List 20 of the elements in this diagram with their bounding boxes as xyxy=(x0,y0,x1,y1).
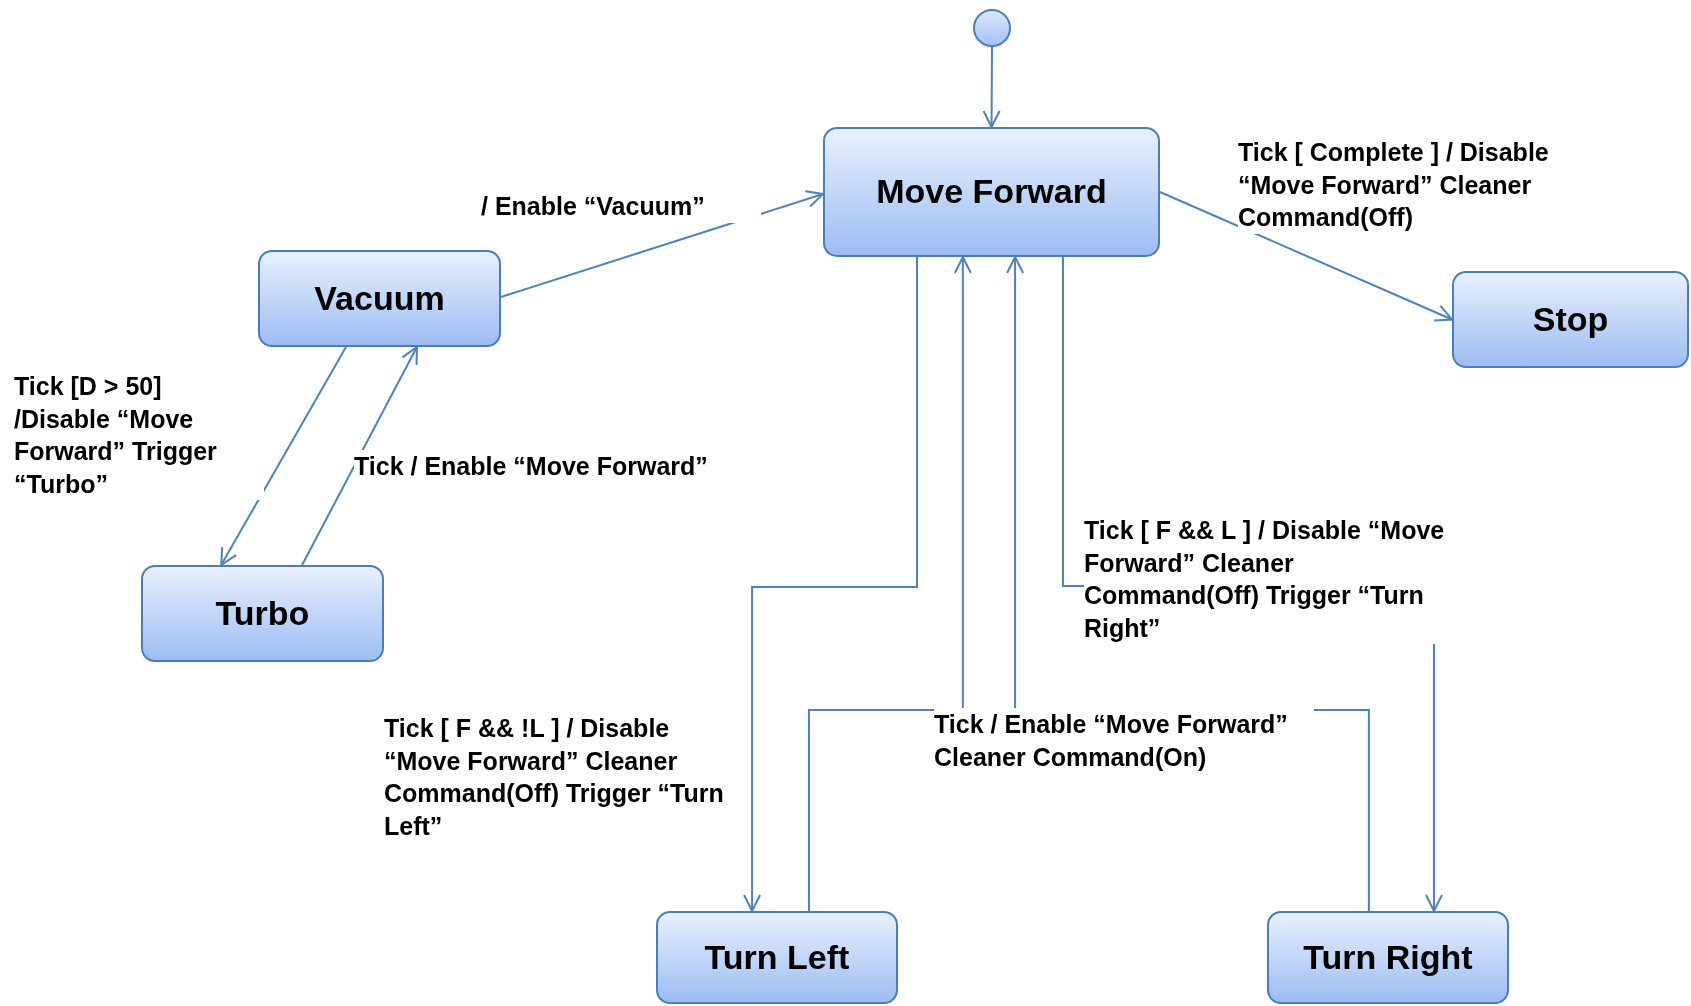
state-box xyxy=(823,127,1160,257)
arrow xyxy=(220,346,347,566)
state-box xyxy=(141,565,384,662)
state-name: Vacuum xyxy=(314,278,445,319)
state-box xyxy=(1452,271,1689,368)
arrow xyxy=(982,46,1001,128)
state-box xyxy=(656,911,898,1004)
state-name: Turn Right xyxy=(1303,937,1473,978)
arrow xyxy=(1159,191,1453,322)
arrow xyxy=(301,346,418,566)
edge-label: Tick / Enable “Move Forward” Cleaner Command(On) xyxy=(934,708,1314,773)
state-box xyxy=(258,250,501,347)
state-name: Move Forward xyxy=(876,172,1107,212)
arrow xyxy=(807,256,972,912)
arrow xyxy=(500,190,824,299)
state-name: Stop xyxy=(1532,299,1609,340)
state-name: Turbo xyxy=(215,593,310,634)
state-name: Turn Left xyxy=(704,937,850,978)
state-box xyxy=(1267,911,1509,1004)
arrow xyxy=(743,256,918,912)
